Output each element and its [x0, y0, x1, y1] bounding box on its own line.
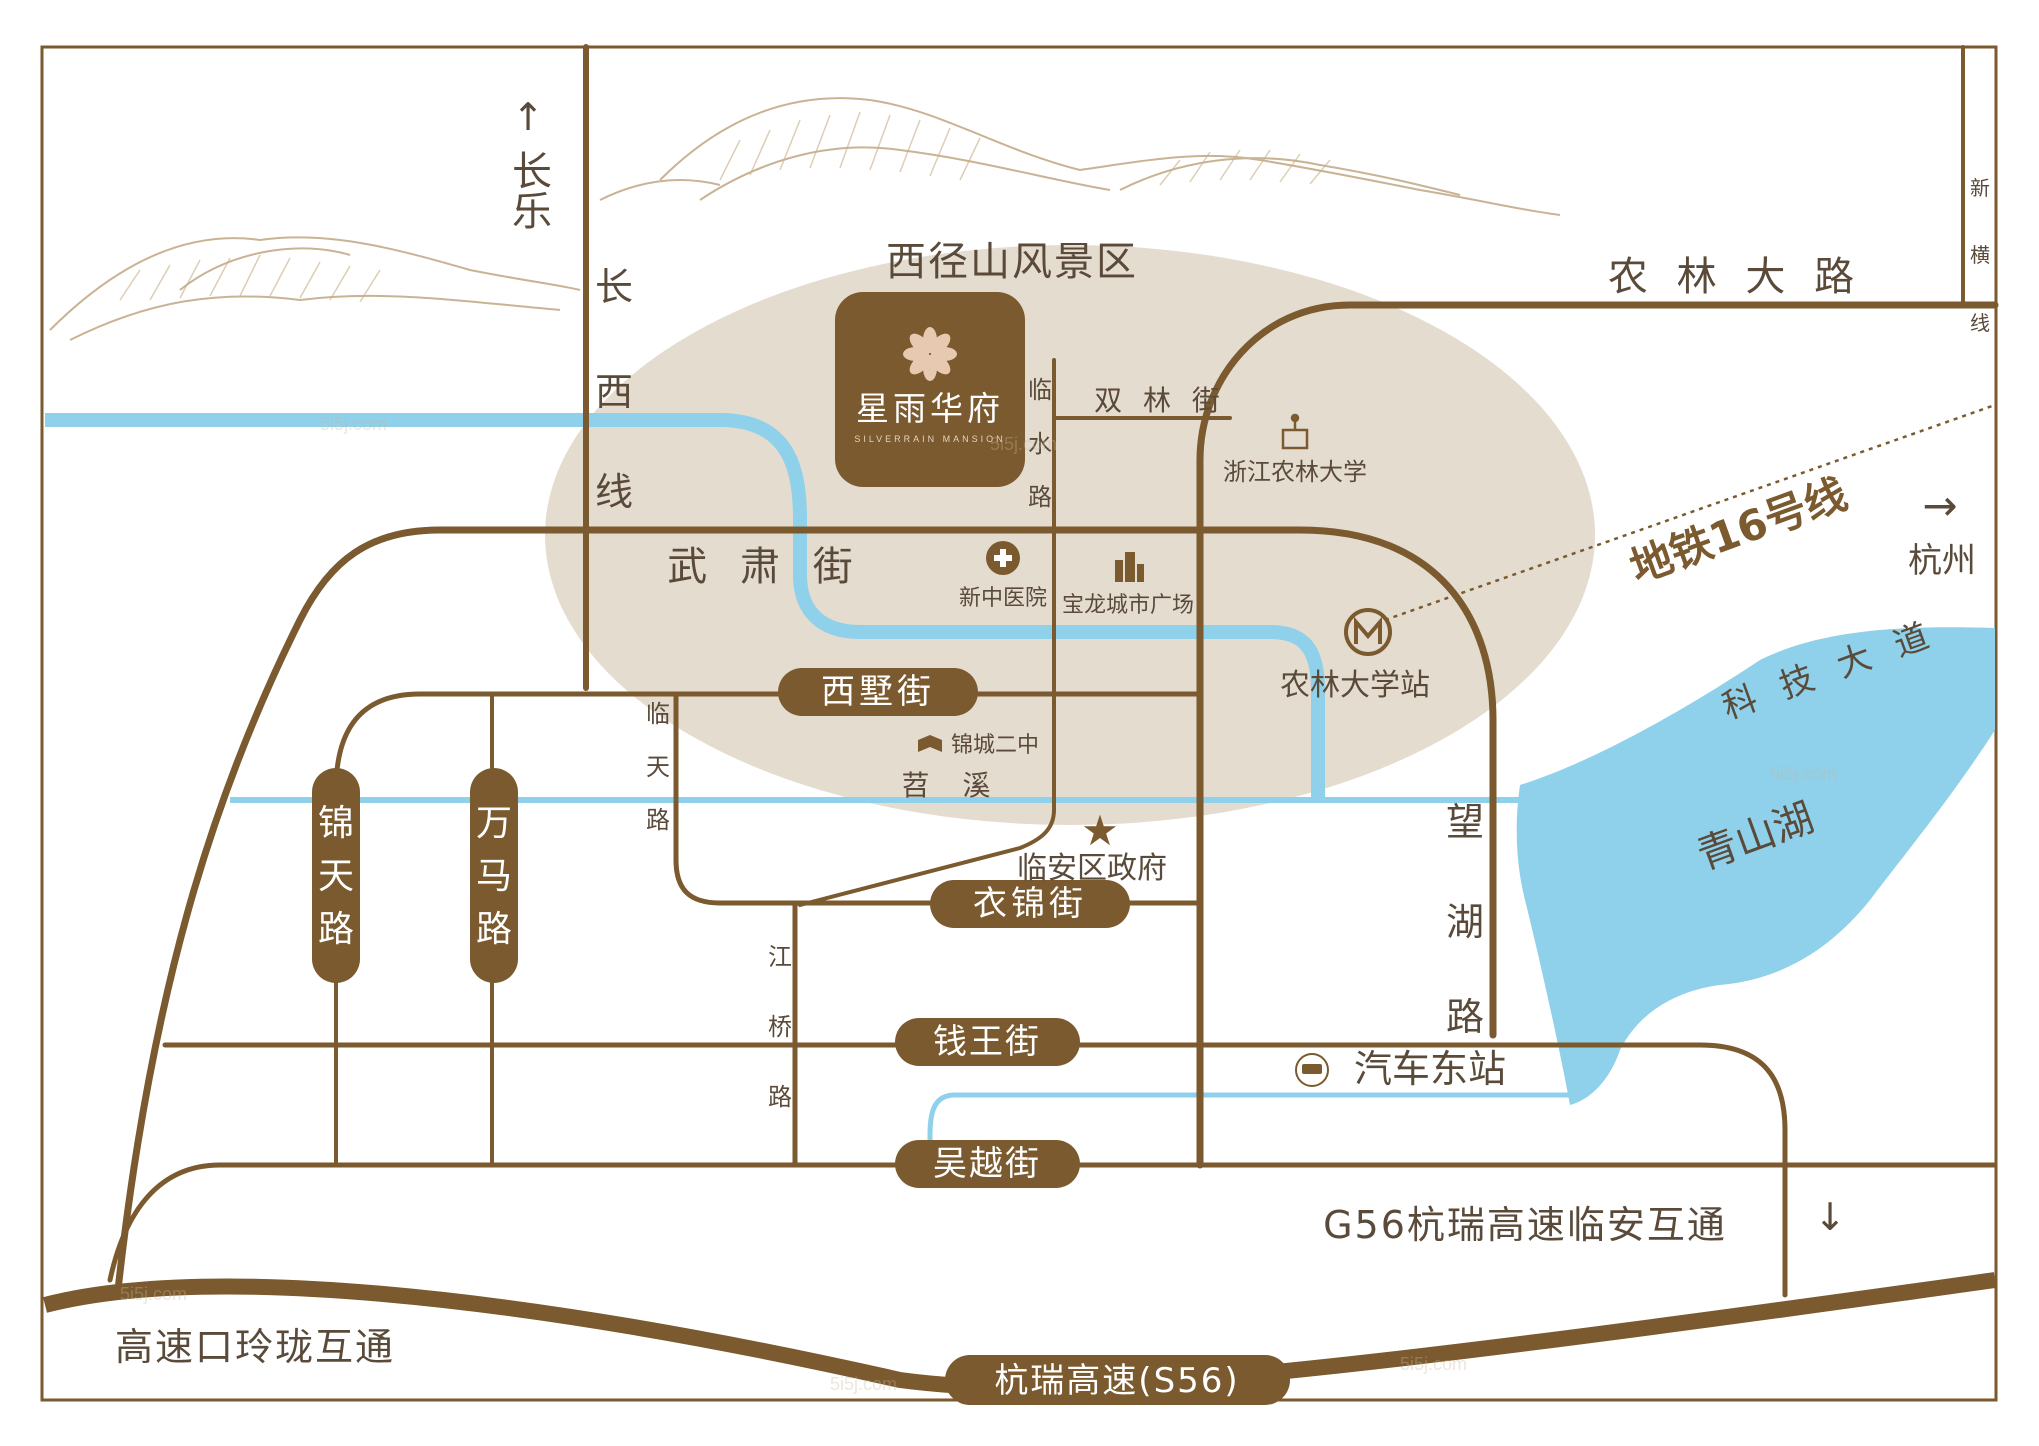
- school-label: 锦城二中: [951, 733, 1039, 758]
- svg-text:5i5j.com: 5i5j.com: [830, 1374, 897, 1394]
- project-logo: 星雨华府 SILVERRAIN MANSION: [835, 292, 1025, 487]
- road-label-yijin: 衣锦街: [973, 884, 1087, 924]
- bus-station-label: 汽车东站: [1354, 1047, 1506, 1091]
- east-arrow-icon: →: [1922, 481, 1957, 530]
- road-network: [107, 44, 1999, 1298]
- svg-text:万: 万: [476, 803, 512, 844]
- svg-text:5i5j.com: 5i5j.com: [1770, 764, 1837, 784]
- bus-station-poi: 汽车东站: [1295, 1047, 1506, 1091]
- g56-interchange-label: G56杭瑞高速临安互通: [1323, 1203, 1727, 1247]
- svg-text:天: 天: [318, 856, 354, 897]
- watermarks: 5i5j.com 5i5j.com 5i5j.com 5i5j.com 5i5j…: [120, 414, 1837, 1394]
- road-label-wanghu: 望 湖 路: [1446, 800, 1484, 1039]
- svg-text:西: 西: [595, 370, 633, 414]
- plaza-poi: 宝龙城市广场: [1062, 552, 1194, 618]
- metro-line-label: 地铁16号线: [1624, 469, 1854, 592]
- government-poi: ★ 临安区政府: [1017, 806, 1167, 886]
- road-label-hangrui: 杭瑞高速(S56): [994, 1361, 1239, 1401]
- lake-area: [1516, 627, 1995, 1105]
- school-poi: 锦城二中: [918, 733, 1039, 758]
- bus-icon: [1295, 1053, 1329, 1087]
- project-name: 星雨华府: [856, 389, 1004, 428]
- road-label-jintian: 锦 天 路: [318, 803, 354, 950]
- star-icon: ★: [1081, 806, 1119, 855]
- svg-text:江: 江: [768, 943, 792, 971]
- north-destination-label: 长乐: [505, 150, 551, 230]
- hospital-poi: 新中医院: [959, 541, 1047, 611]
- svg-text:5i5j.com: 5i5j.com: [990, 434, 1057, 454]
- government-label: 临安区政府: [1017, 851, 1167, 886]
- svg-text:5i5j.com: 5i5j.com: [120, 1284, 187, 1304]
- svg-text:路: 路: [318, 909, 354, 950]
- svg-text:马: 马: [476, 856, 512, 897]
- building-icon: [1115, 552, 1144, 582]
- university-poi: 浙江农林大学: [1223, 413, 1367, 486]
- road-label-linshui: 临 水 路: [1028, 376, 1052, 511]
- svg-text:线: 线: [595, 470, 633, 514]
- metro-station-label: 农林大学站: [1280, 668, 1430, 703]
- svg-text:线: 线: [1970, 311, 1990, 335]
- road-label-wuyue: 吴越街: [933, 1144, 1041, 1184]
- road-pills: [312, 668, 1290, 1405]
- svg-text:长: 长: [595, 265, 633, 309]
- svg-text:路: 路: [1028, 483, 1052, 511]
- river-label-tiaoxi: 苕 溪: [902, 769, 1003, 802]
- hospital-label: 新中医院: [959, 586, 1047, 611]
- rivers: [45, 413, 1570, 1165]
- svg-text:路: 路: [476, 909, 512, 950]
- mountain-sketch: [49, 97, 1561, 341]
- project-subtitle: SILVERRAIN MANSION: [854, 434, 1005, 444]
- book-icon: [918, 735, 942, 752]
- mountain-hatching: [119, 111, 1331, 303]
- university-icon: [1281, 413, 1309, 450]
- svg-text:5i5j.com: 5i5j.com: [1400, 1354, 1467, 1374]
- road-label-wanma: 万 马 路: [476, 803, 512, 950]
- svg-text:路: 路: [768, 1083, 792, 1111]
- north-arrow-icon: ↑: [512, 95, 544, 139]
- road-label-nonglin: 农 林 大 路: [1608, 254, 1862, 300]
- svg-text:5i5j.com: 5i5j.com: [320, 414, 387, 434]
- svg-text:天: 天: [646, 753, 670, 781]
- road-label-xinheng: 新 横 线: [1970, 176, 1990, 335]
- svg-text:横: 横: [1970, 243, 1990, 267]
- road-label-shuanglin: 双 林 街: [1094, 384, 1226, 417]
- core-zone: [545, 245, 1595, 825]
- university-label: 浙江农林大学: [1223, 458, 1367, 486]
- south-arrow-icon: ↓: [1814, 1195, 1846, 1239]
- flower-icon: [903, 327, 957, 381]
- svg-text:望: 望: [1446, 800, 1484, 844]
- road-label-changxi: 长 西 线: [595, 265, 633, 514]
- road-label-qianwang: 钱王街: [933, 1022, 1041, 1062]
- svg-text:临: 临: [646, 700, 670, 728]
- metro-icon: [1344, 608, 1392, 656]
- svg-text:水: 水: [1028, 430, 1052, 458]
- svg-text:临: 临: [1028, 376, 1052, 404]
- svg-text:桥: 桥: [768, 1013, 792, 1041]
- road-label-jiangqiao: 江 桥 路: [768, 943, 792, 1111]
- road-label-xishu: 西墅街: [821, 672, 935, 712]
- svg-text:路: 路: [646, 806, 670, 834]
- expressway: [43, 1272, 1997, 1396]
- svg-text:新: 新: [1970, 176, 1990, 200]
- plaza-label: 宝龙城市广场: [1062, 593, 1194, 618]
- east-destination-label: 杭州: [1908, 541, 1976, 581]
- road-label-lintian: 临 天 路: [646, 700, 670, 834]
- svg-text:湖: 湖: [1446, 900, 1484, 944]
- scenic-area-label: 西径山风景区: [886, 239, 1138, 285]
- svg-text:锦: 锦: [318, 803, 354, 844]
- linglong-interchange-label: 高速口玲珑互通: [115, 1325, 395, 1369]
- metro-station-poi: 农林大学站: [1280, 608, 1430, 703]
- svg-text:路: 路: [1446, 995, 1484, 1039]
- road-label-wusu: 武 肃 街: [667, 544, 862, 590]
